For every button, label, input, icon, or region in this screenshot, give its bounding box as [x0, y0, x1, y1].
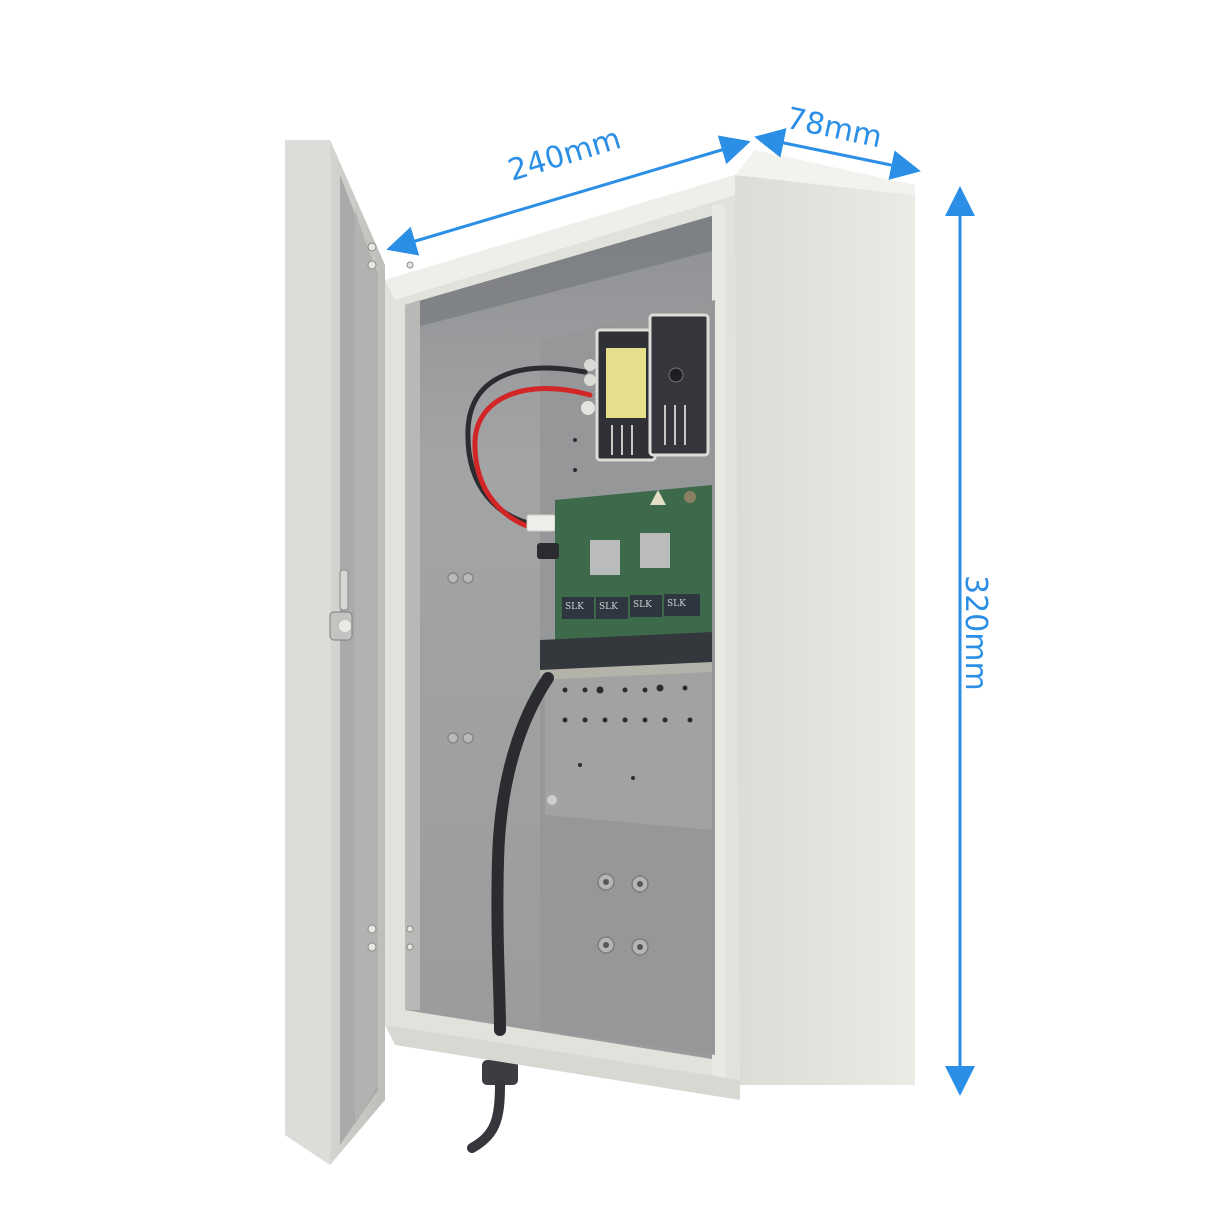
network-cable	[491, 672, 554, 1036]
width-dimension-arrow	[386, 135, 751, 256]
cable-gland	[467, 1060, 518, 1153]
capacitor	[581, 401, 595, 415]
warning-triangle-icon	[650, 490, 666, 505]
enclosure-door	[285, 140, 414, 1165]
poe-switch-pcb: SLK SLK SLK SLK	[537, 485, 712, 680]
magnetics-chips	[562, 594, 700, 619]
electrolytic-capacitor	[537, 543, 559, 559]
heatsink-right	[640, 533, 670, 568]
chip-label: SLK	[667, 599, 686, 609]
chip-label: SLK	[565, 602, 584, 612]
wire-connector	[526, 514, 556, 532]
left-standoffs	[447, 572, 474, 744]
transformer	[606, 348, 646, 418]
door-hinge-pins	[367, 242, 414, 952]
enclosure-bottom-lip	[385, 1025, 740, 1100]
height-dimension-label: 320mm	[958, 575, 993, 691]
power-wire	[465, 365, 593, 532]
chip-label: SLK	[599, 602, 618, 612]
dimension-annotations	[386, 128, 975, 1096]
mounting-plate	[540, 300, 715, 1055]
depth-dimension-arrow	[754, 128, 921, 180]
enclosure-side-wall	[735, 150, 915, 1085]
chip-label: SLK	[633, 600, 652, 610]
heatsink-left	[590, 540, 620, 575]
power-supply-module	[581, 313, 710, 462]
door-gasket-strip	[712, 205, 726, 1085]
plate-screw	[547, 795, 557, 805]
cam-lock-icon	[329, 569, 353, 641]
plate-holes	[562, 438, 693, 780]
